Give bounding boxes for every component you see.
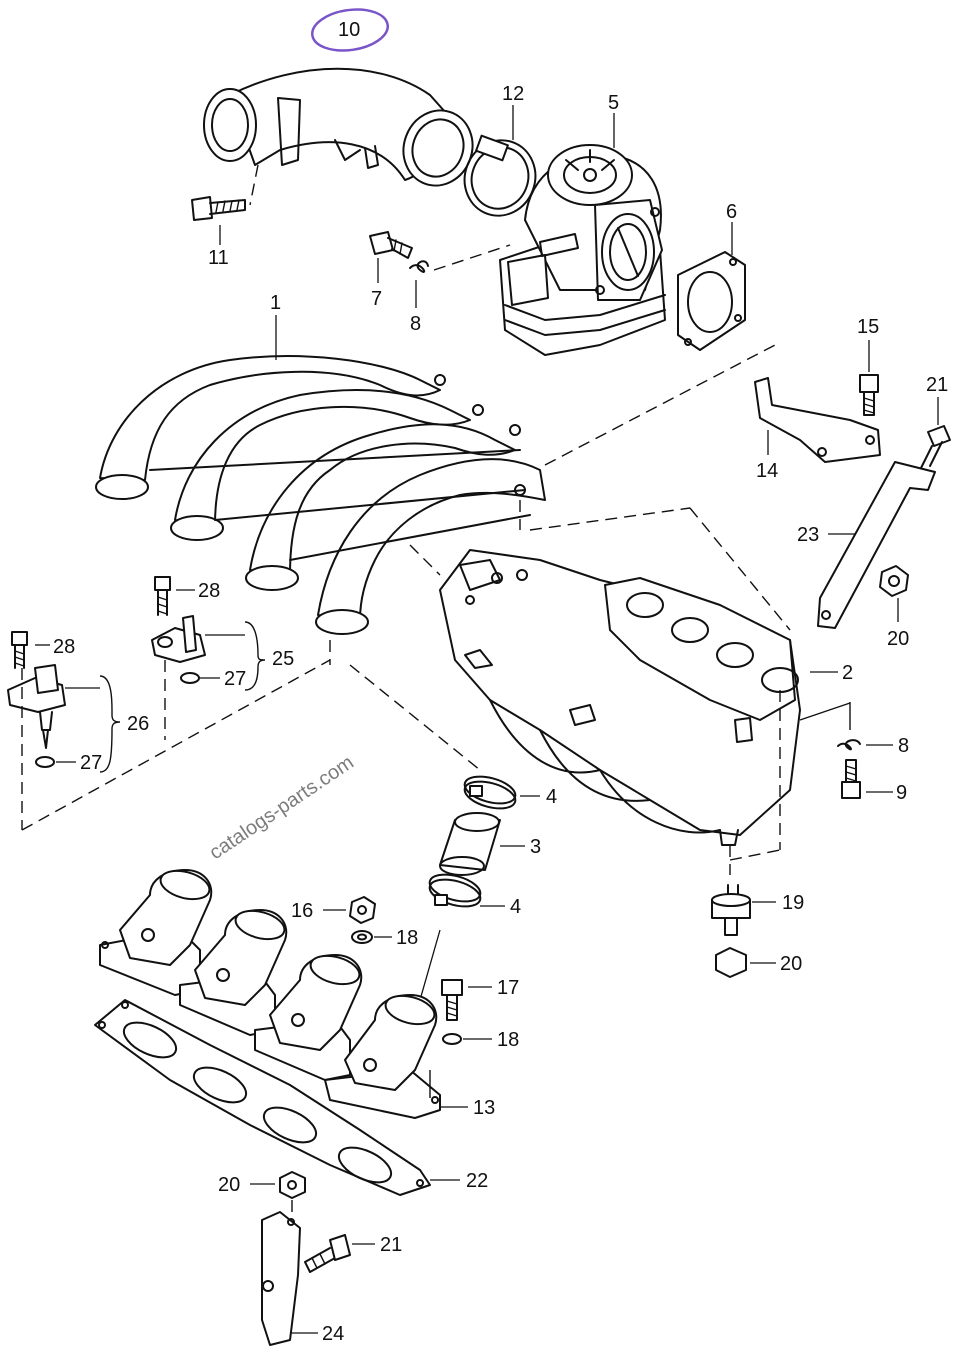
callout-18-upper: 18: [396, 927, 418, 949]
watermark: catalogs-parts.com: [205, 751, 357, 864]
part-8-clip-top[interactable]: [409, 260, 429, 273]
part-20-nut-bottom[interactable]: [279, 1171, 306, 1199]
part-17-bolt[interactable]: [441, 979, 463, 1021]
part-5-throttle-body[interactable]: [499, 144, 666, 356]
part-14-bracket[interactable]: [754, 377, 881, 463]
callout-8-right: 8: [898, 735, 909, 757]
part-16-nut[interactable]: [349, 896, 376, 924]
callout-9: 9: [896, 782, 907, 804]
callout-14: 14: [756, 460, 778, 482]
part-8-clip-right[interactable]: [837, 739, 861, 751]
callout-11: 11: [208, 247, 229, 269]
part-4-clamp-lower[interactable]: [427, 870, 483, 912]
callout-18-lower: 18: [497, 1029, 519, 1051]
part-28-screw-lower[interactable]: [11, 631, 28, 669]
callout-21-top: 21: [926, 374, 948, 396]
part-27-washer-upper[interactable]: [180, 672, 200, 684]
callout-24: 24: [322, 1323, 344, 1345]
callout-10: 10: [338, 19, 360, 41]
callout-1: 1: [270, 292, 281, 314]
callout-8-top: 8: [410, 313, 421, 335]
part-22-gasket[interactable]: [94, 999, 431, 1196]
callout-20-lower-right: 20: [780, 953, 802, 975]
part-28-screw-upper[interactable]: [154, 576, 171, 616]
part-19-mount[interactable]: [711, 884, 751, 936]
callout-13: 13: [473, 1097, 495, 1119]
part-20-nut-right[interactable]: [879, 565, 909, 597]
part-26-sensor-assembly[interactable]: [7, 664, 66, 749]
part-1-upper-manifold[interactable]: [95, 355, 546, 635]
part-21-bolt-top[interactable]: [919, 425, 951, 471]
callout-22: 22: [466, 1170, 488, 1192]
callout-labels: 10 12 5 11 7 8 6 1 15 21 14 23 20 28 28 …: [53, 19, 948, 1345]
part-3-hose[interactable]: [439, 812, 501, 876]
part-2-lower-manifold[interactable]: [439, 549, 801, 846]
part-15-bolt[interactable]: [859, 374, 879, 416]
callout-4-lower: 4: [510, 896, 521, 918]
callout-2: 2: [842, 662, 853, 684]
callout-20-right: 20: [887, 628, 909, 650]
part-6-gasket[interactable]: [677, 251, 746, 351]
callout-23: 23: [797, 524, 819, 546]
part-27-washer-lower[interactable]: [35, 756, 55, 768]
part-10-intake-elbow[interactable]: [203, 67, 483, 196]
callout-3: 3: [530, 836, 541, 858]
part-9-bolt[interactable]: [841, 759, 861, 799]
callout-26: 26: [127, 713, 149, 735]
callout-4-upper: 4: [546, 786, 557, 808]
callout-17: 17: [497, 977, 519, 999]
callout-5: 5: [608, 92, 619, 114]
callout-28-lower: 28: [53, 636, 75, 658]
callout-16: 16: [291, 900, 313, 922]
part-25-sensor-assembly[interactable]: [151, 615, 206, 663]
callout-27-upper: 27: [224, 668, 246, 690]
callout-28-upper: 28: [198, 580, 220, 602]
callout-19: 19: [782, 892, 804, 914]
part-4-clamp-upper[interactable]: [462, 772, 518, 814]
callout-7: 7: [371, 288, 382, 310]
part-11-bolt[interactable]: [191, 196, 246, 221]
part-21-bolt-bottom[interactable]: [304, 1234, 351, 1273]
callout-21-bottom: 21: [380, 1234, 402, 1256]
part-18-washer-lower[interactable]: [442, 1033, 462, 1045]
highlight-circle: [311, 8, 389, 52]
callout-12: 12: [502, 83, 524, 105]
callout-20-bottom: 20: [218, 1174, 240, 1196]
part-24-bracket[interactable]: [261, 1211, 301, 1346]
part-18-washer-upper[interactable]: [351, 930, 373, 944]
part-23-strut[interactable]: [817, 461, 936, 629]
part-20-nut-lower-right[interactable]: [715, 947, 747, 978]
part-13-intake-runners[interactable]: [99, 866, 441, 1119]
callout-25: 25: [272, 648, 294, 670]
part-7-bolt[interactable]: [369, 231, 413, 259]
callout-27-lower: 27: [80, 752, 102, 774]
callout-6: 6: [726, 201, 737, 223]
callout-15: 15: [857, 316, 879, 338]
